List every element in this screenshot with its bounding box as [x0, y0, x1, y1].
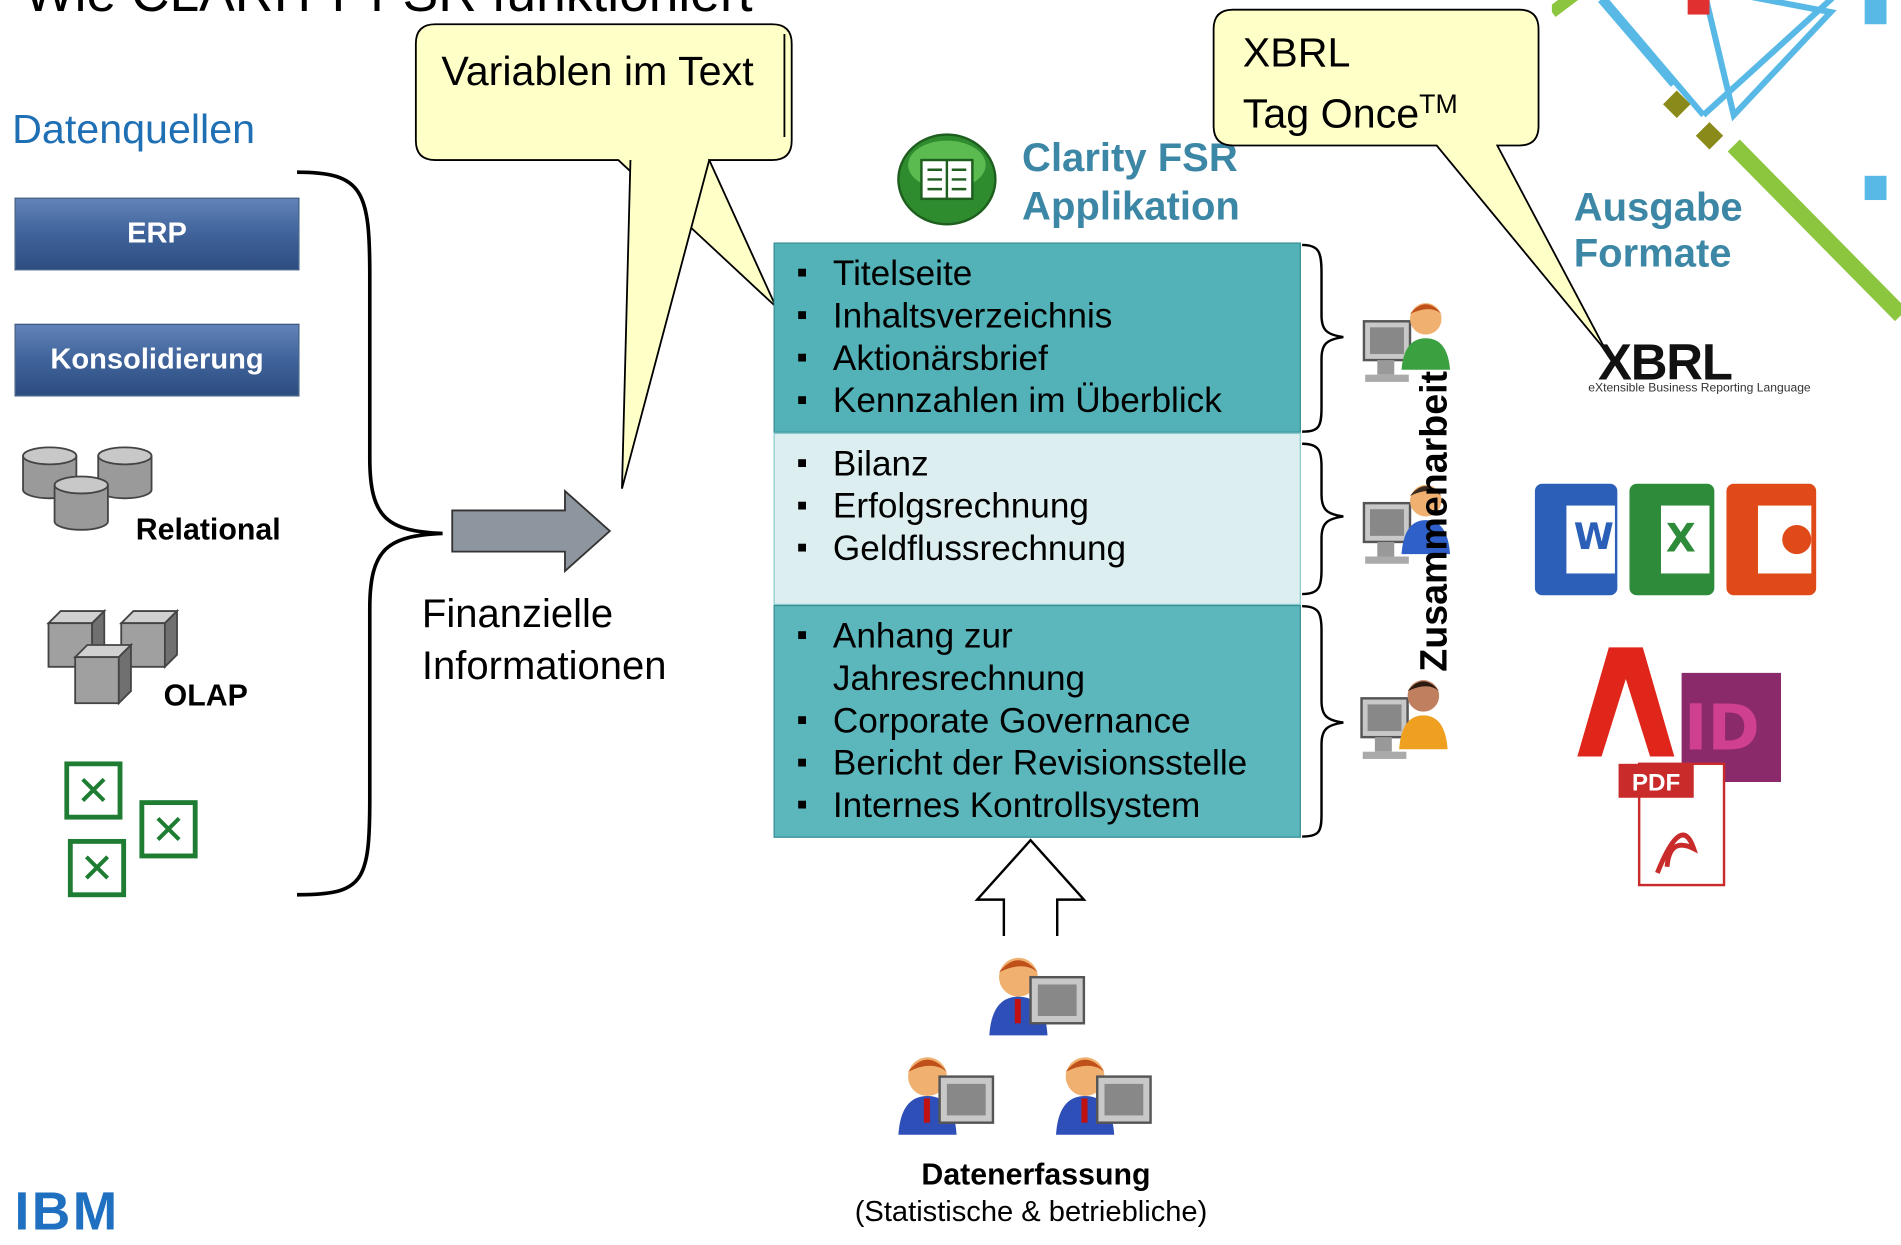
ibm-logo: IBM [14, 1182, 120, 1242]
svg-text:✕: ✕ [151, 806, 186, 854]
list-item: Geldflussrechnung [797, 526, 1127, 570]
svg-text:✕: ✕ [80, 845, 115, 893]
svg-text:W: W [1574, 515, 1614, 558]
finanzielle-informationen-label: Finanzielle Informationen [421, 590, 667, 688]
xbrl-logo-subtitle: eXtensible Business Reporting Language [1588, 381, 1811, 396]
pdf-label: PDF [1632, 769, 1680, 796]
list-item: Titelseite [797, 251, 973, 294]
office-icons: W X [1534, 483, 1817, 596]
excel-files-icon: ✕ ✕ ✕ [64, 761, 198, 898]
app-title: Clarity FSR Applikation [1022, 134, 1240, 228]
collaboration-label: Zusammenarbeit [1412, 370, 1455, 672]
user-computer-icon [1362, 484, 1451, 564]
callout-xbrl [1212, 8, 1608, 353]
right-arrow-icon [451, 488, 612, 574]
user-computer-icon [1362, 303, 1451, 382]
sources-title: Datenquellen [12, 106, 256, 153]
datenerfassung-subtitle: (Statistische & betriebliche) [854, 1195, 1208, 1229]
list-item: Kennzahlen im Überblick [797, 378, 1222, 422]
sources-brace [297, 170, 443, 897]
book-icon [897, 133, 997, 226]
up-arrow-icon [974, 838, 1087, 936]
callout-variablen [414, 23, 793, 489]
list-item: Jahresrechnung [832, 659, 1086, 699]
user-computer-icon [1360, 680, 1448, 759]
olap-label: OLAP [163, 678, 248, 713]
svg-text:✕: ✕ [76, 767, 111, 815]
list-item: Aktionärsbrief [796, 336, 1047, 379]
data-entry-users-icon [898, 957, 1152, 1135]
page-title: Wie CLARITY FSR funktioniert [24, 0, 752, 24]
list-item: Bilanz [797, 441, 929, 485]
olap-cube-icon [46, 608, 180, 706]
list-item: Corporate Governance [797, 698, 1191, 742]
section-notes: Anhang zur Jahresrechnung Corporate Gove… [773, 604, 1301, 838]
list-item: Bericht der Revisionsstelle [797, 741, 1248, 784]
konsolidierung-box: Konsolidierung [14, 323, 300, 397]
list-item: Anhang zur [796, 613, 1012, 657]
section-report-intro: Titelseite Inhaltsverzeichnis Aktionärsb… [773, 242, 1301, 433]
svg-text:X: X [1666, 517, 1696, 562]
output-formats-title: Ausgabe Formate [1573, 184, 1743, 276]
datenerfassung-label: Datenerfassung [921, 1157, 1151, 1192]
xbrl-logo: XBRL [1597, 333, 1733, 391]
callout-variablen-text: Variablen im Text [441, 48, 754, 95]
list-item: Erfolgsrechnung [797, 484, 1089, 527]
svg-text:ID: ID [1684, 690, 1760, 764]
callout-xbrl-text: XBRL Tag OnceTM [1242, 30, 1458, 138]
section-financial-statements: Bilanz Erfolgsrechnung Geldflussrechnung [773, 432, 1301, 605]
adobe-pdf-icons: ID PDF [1577, 647, 1782, 887]
collab-braces [1302, 243, 1344, 838]
erp-box: ERP [14, 197, 300, 271]
list-item: Inhaltsverzeichnis [797, 293, 1113, 337]
decorative-lines [1551, 0, 1901, 322]
relational-label: Relational [135, 512, 281, 547]
database-icon [22, 446, 153, 531]
list-item: Internes Kontrollsystem [797, 783, 1201, 827]
